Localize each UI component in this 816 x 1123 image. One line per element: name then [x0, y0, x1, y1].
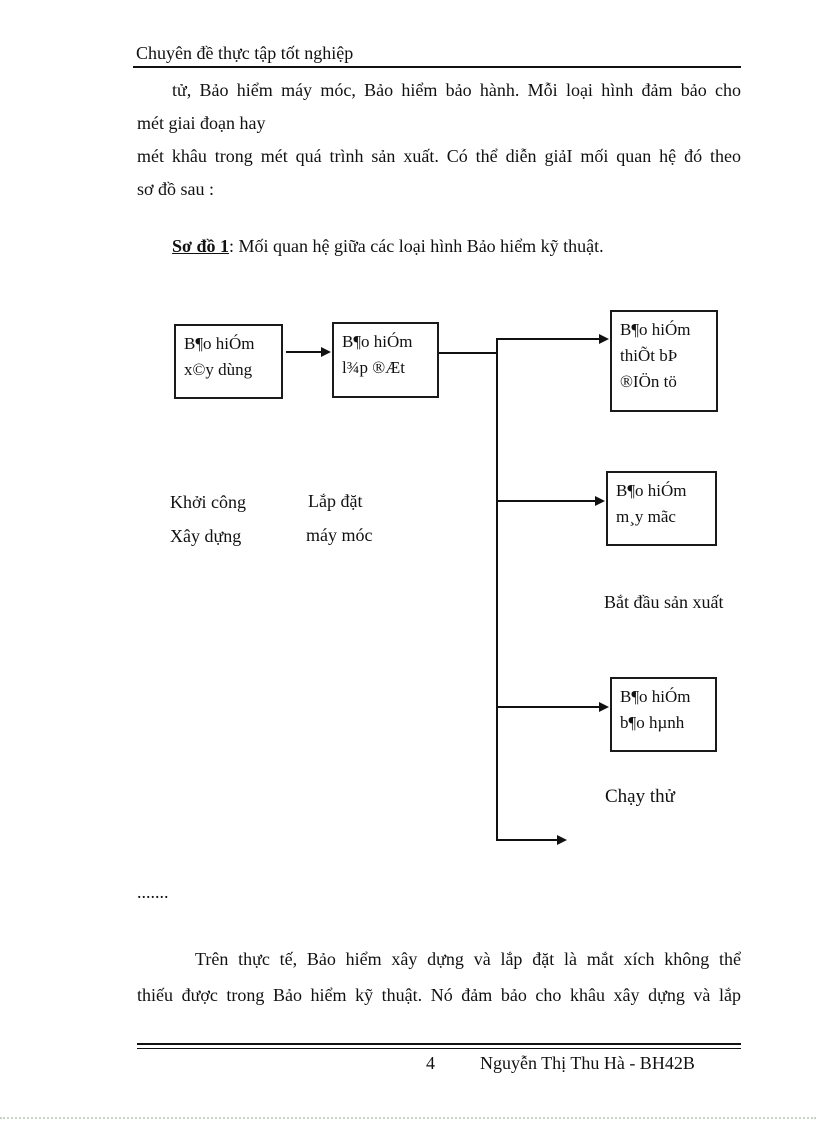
label-chay-thu: Chạy thử — [605, 786, 675, 807]
label-xay-dung: Xây dựng — [170, 526, 242, 546]
diagram-caption-label: Sơ đồ 1 — [172, 236, 229, 256]
box-text-line: B¶o hiÓm — [620, 687, 691, 706]
diagram-caption: Sơ đồ 1: Mối quan hệ giữa các loại hình … — [172, 236, 604, 257]
label-lap-dat: Lắp đặt — [308, 491, 363, 511]
diagram-caption-text: : Mối quan hệ giữa các loại hình Bảo hiể… — [229, 236, 604, 256]
connector-box2-trunk — [439, 352, 497, 354]
box-text-line: l¾p ®Æt — [342, 358, 405, 377]
connector-box1-box2-shaft — [286, 351, 322, 353]
connector-branch-guarantee-shaft — [497, 706, 600, 708]
intro-line-4: sơ đồ sau : — [137, 179, 215, 199]
diagram-box-bao-hiem-lap-dat: B¶o hiÓm l¾p ®Æt — [332, 322, 439, 398]
intro-line-3: mét khâu trong mét quá trình sản xuất. C… — [137, 146, 741, 166]
closing-line-2: thiếu được trong Bảo hiểm kỹ thuật. Nó đ… — [137, 985, 741, 1005]
box-text-line: m¸y mãc — [616, 507, 676, 526]
header-rule — [133, 66, 741, 68]
page-header-title: Chuyên đề thực tập tốt nghiệp — [136, 43, 354, 63]
connector-branch-guarantee-arrowhead-icon — [599, 702, 609, 712]
closing-line-1: Trên thực tế, Bảo hiểm xây dựng và lắp đ… — [195, 949, 741, 969]
box-text-line: x©y dùng — [184, 360, 253, 379]
connector-branch-machinery-arrowhead-icon — [595, 496, 605, 506]
connector-bottom-exit-arrowhead-icon — [557, 835, 567, 845]
box-text-line: B¶o hiÓm — [616, 481, 687, 500]
box-text-line: ®IÖn tö — [620, 372, 677, 391]
label-bat-dau-san-xuat: Bắt đầu sản xuất — [604, 592, 724, 612]
connector-branch-electronic-shaft — [497, 338, 600, 340]
footer-page-number: 4 — [426, 1053, 435, 1073]
label-may-moc: máy móc — [306, 525, 373, 545]
box-text-line: B¶o hiÓm — [184, 334, 255, 353]
diagram-box-bao-hiem-bao-hanh: B¶o hiÓm b¶o hµnh — [610, 677, 717, 752]
diagram-box-bao-hiem-may-moc: B¶o hiÓm m¸y mãc — [606, 471, 717, 546]
connector-box1-box2-arrowhead-icon — [321, 347, 331, 357]
intro-line-1: tử, Bảo hiểm máy móc, Bảo hiểm bảo hành.… — [172, 80, 741, 100]
diagram-box-bao-hiem-thiet-bi-dien-tu: B¶o hiÓm thiÕt bÞ ®IÖn tö — [610, 310, 718, 412]
ellipsis-dots: ....... — [137, 882, 169, 902]
scan-edge-dotted-line — [0, 1117, 816, 1119]
intro-line-2: mét giai đoạn hay — [137, 113, 266, 133]
box-text-line: b¶o hµnh — [620, 713, 685, 732]
box-text-line: thiÕt bÞ — [620, 346, 678, 365]
label-khoi-cong: Khởi công — [170, 492, 247, 512]
diagram-box-bao-hiem-xay-dung: B¶o hiÓm x©y dùng — [174, 324, 283, 399]
connector-trunk-vertical — [496, 338, 498, 841]
connector-branch-machinery-shaft — [497, 500, 596, 502]
connector-branch-electronic-arrowhead-icon — [599, 334, 609, 344]
footer-rule — [137, 1043, 741, 1049]
connector-bottom-exit-shaft — [498, 839, 558, 841]
box-text-line: B¶o hiÓm — [342, 332, 413, 351]
footer-author: Nguyễn Thị Thu Hà - BH42B — [480, 1053, 695, 1073]
box-text-line: B¶o hiÓm — [620, 320, 691, 339]
